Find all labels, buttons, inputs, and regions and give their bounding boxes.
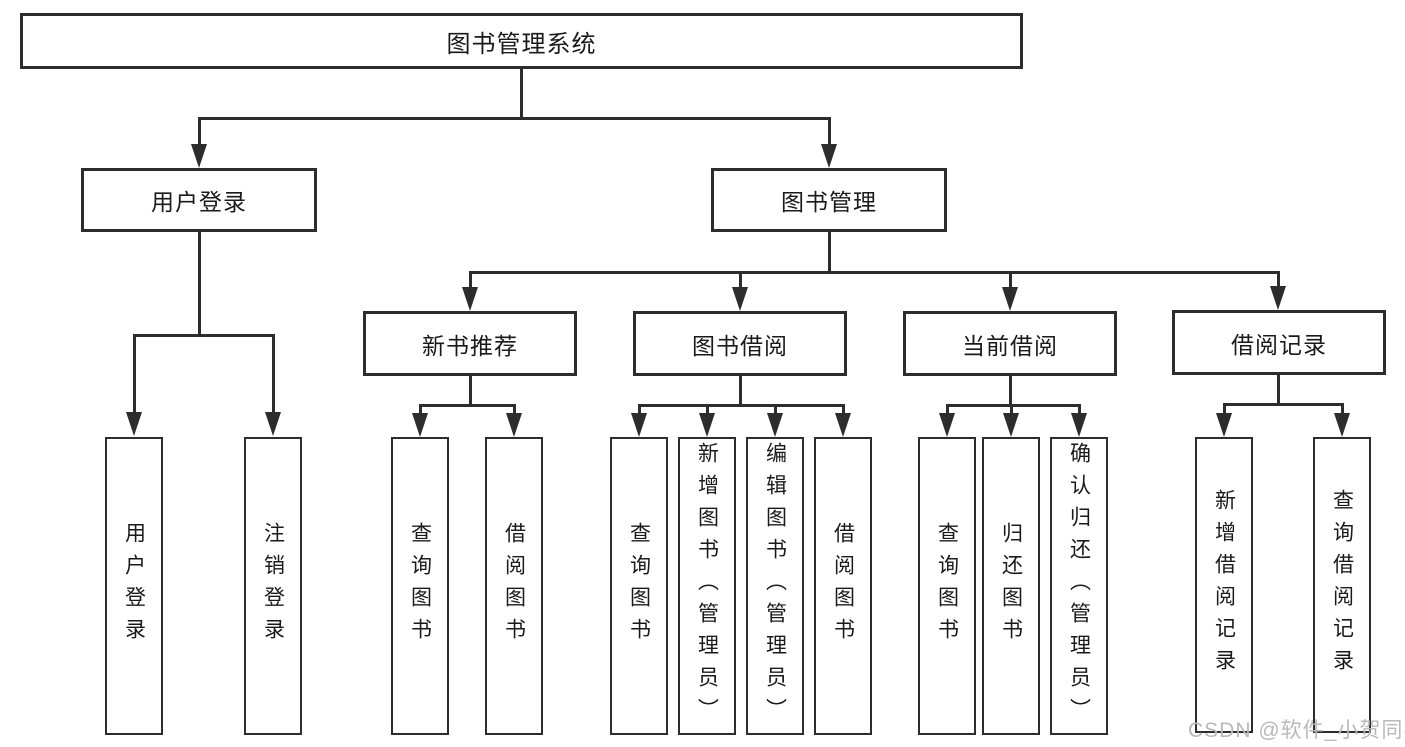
node-borrow-records: 借阅记录 [1172, 310, 1386, 375]
csdn-watermark: CSDN @软件_小贺同学 [1188, 719, 1405, 742]
node-current-borrow: 当前借阅 [903, 311, 1117, 376]
connector-line [419, 404, 422, 416]
connector-line [842, 404, 845, 416]
node-label: 用户登录 [151, 189, 247, 215]
node-user-login: 用户登录 [81, 168, 317, 232]
leaf-borrow-books-borrow: 借阅图书 [814, 437, 872, 735]
leaf-logout: 注销登录 [244, 437, 302, 735]
node-label: 新增借阅记录 [1212, 489, 1236, 681]
leaf-borrow-books-recommend: 借阅图书 [485, 437, 543, 735]
connector-line [1078, 404, 1081, 416]
arrow-down-icon [699, 413, 715, 437]
arrow-down-icon [191, 144, 207, 168]
node-label: 确认归还（管理员） [1067, 442, 1091, 730]
connector-line [828, 117, 831, 147]
connector-line [706, 404, 709, 416]
connector-line [638, 404, 845, 407]
node-label: 借阅图书 [831, 522, 855, 650]
arrow-down-icon [506, 413, 522, 437]
leaf-query-borrow-record: 查询借阅记录 [1313, 437, 1371, 733]
node-label: 查询借阅记录 [1330, 489, 1354, 681]
node-label: 归还图书 [999, 522, 1023, 650]
connector-line [198, 232, 201, 337]
node-new-book-recommend: 新书推荐 [363, 311, 577, 376]
connector-line [638, 404, 641, 416]
leaf-query-books-recommend: 查询图书 [391, 437, 449, 735]
arrow-down-icon [767, 413, 783, 437]
node-label: 当前借阅 [962, 332, 1058, 359]
leaf-confirm-return-admin: 确认归还（管理员） [1050, 437, 1108, 735]
node-book-management: 图书管理 [711, 168, 947, 232]
connector-line [1010, 404, 1013, 416]
connector-line [469, 376, 472, 407]
node-label: 查询图书 [935, 522, 959, 650]
arrow-down-icon [1002, 287, 1018, 311]
leaf-return-books: 归还图书 [982, 437, 1040, 735]
leaf-query-books-borrow: 查询图书 [610, 437, 668, 735]
node-label: 用户登录 [122, 522, 146, 650]
leaf-user-login: 用户登录 [105, 437, 163, 735]
arrow-down-icon [1071, 413, 1087, 437]
arrow-down-icon [126, 412, 142, 436]
connector-line [198, 117, 831, 120]
node-label: 新书推荐 [422, 332, 518, 359]
connector-line [828, 232, 831, 274]
connector-line [739, 376, 742, 407]
arrow-down-icon [265, 412, 281, 436]
arrow-down-icon [631, 413, 647, 437]
connector-line [198, 117, 201, 147]
leaf-query-books-current: 查询图书 [918, 437, 976, 735]
connector-line [133, 334, 136, 416]
connector-line [419, 404, 516, 407]
node-label: 图书管理 [781, 189, 877, 215]
connector-line [469, 271, 472, 289]
leaf-add-borrow-record: 新增借阅记录 [1195, 437, 1253, 733]
connector-line [272, 334, 275, 416]
connector-line [1009, 271, 1012, 289]
arrow-down-icon [462, 287, 478, 311]
node-label: 借阅图书 [502, 522, 526, 650]
arrow-down-icon [1334, 413, 1350, 437]
arrow-down-icon [1216, 413, 1232, 437]
arrow-down-icon [835, 413, 851, 437]
node-label: 注销登录 [261, 522, 285, 650]
node-label: 图书管理系统 [446, 30, 597, 58]
node-label: 查询图书 [627, 522, 651, 650]
connector-line [739, 271, 742, 289]
connector-line [946, 404, 1081, 407]
node-label: 图书借阅 [692, 332, 788, 359]
connector-line [133, 334, 275, 337]
connector-line [1341, 403, 1344, 415]
arrow-down-icon [412, 413, 428, 437]
arrow-down-icon [732, 287, 748, 311]
arrow-down-icon [1270, 286, 1286, 310]
arrow-down-icon [1003, 413, 1019, 437]
connector-line [513, 404, 516, 416]
node-book-borrow: 图书借阅 [633, 311, 847, 376]
connector-line [1277, 271, 1280, 289]
connector-line [469, 271, 1280, 274]
connector-line [946, 404, 949, 416]
arrow-down-icon [939, 413, 955, 437]
connector-line [1277, 375, 1280, 406]
node-label: 查询图书 [408, 522, 432, 650]
arrow-down-icon [821, 144, 837, 168]
leaf-edit-book-admin: 编辑图书（管理员） [746, 437, 804, 735]
connector-line [1009, 376, 1012, 407]
node-label: 新增图书（管理员） [695, 442, 719, 730]
node-library-management-system: 图书管理系统 [20, 13, 1023, 69]
connector-line [520, 68, 523, 118]
node-label: 借阅记录 [1231, 331, 1327, 358]
connector-line [1223, 403, 1226, 415]
connector-line [774, 404, 777, 416]
leaf-add-book-admin: 新增图书（管理员） [678, 437, 736, 735]
connector-line [1223, 403, 1344, 406]
node-label: 编辑图书（管理员） [763, 442, 787, 730]
